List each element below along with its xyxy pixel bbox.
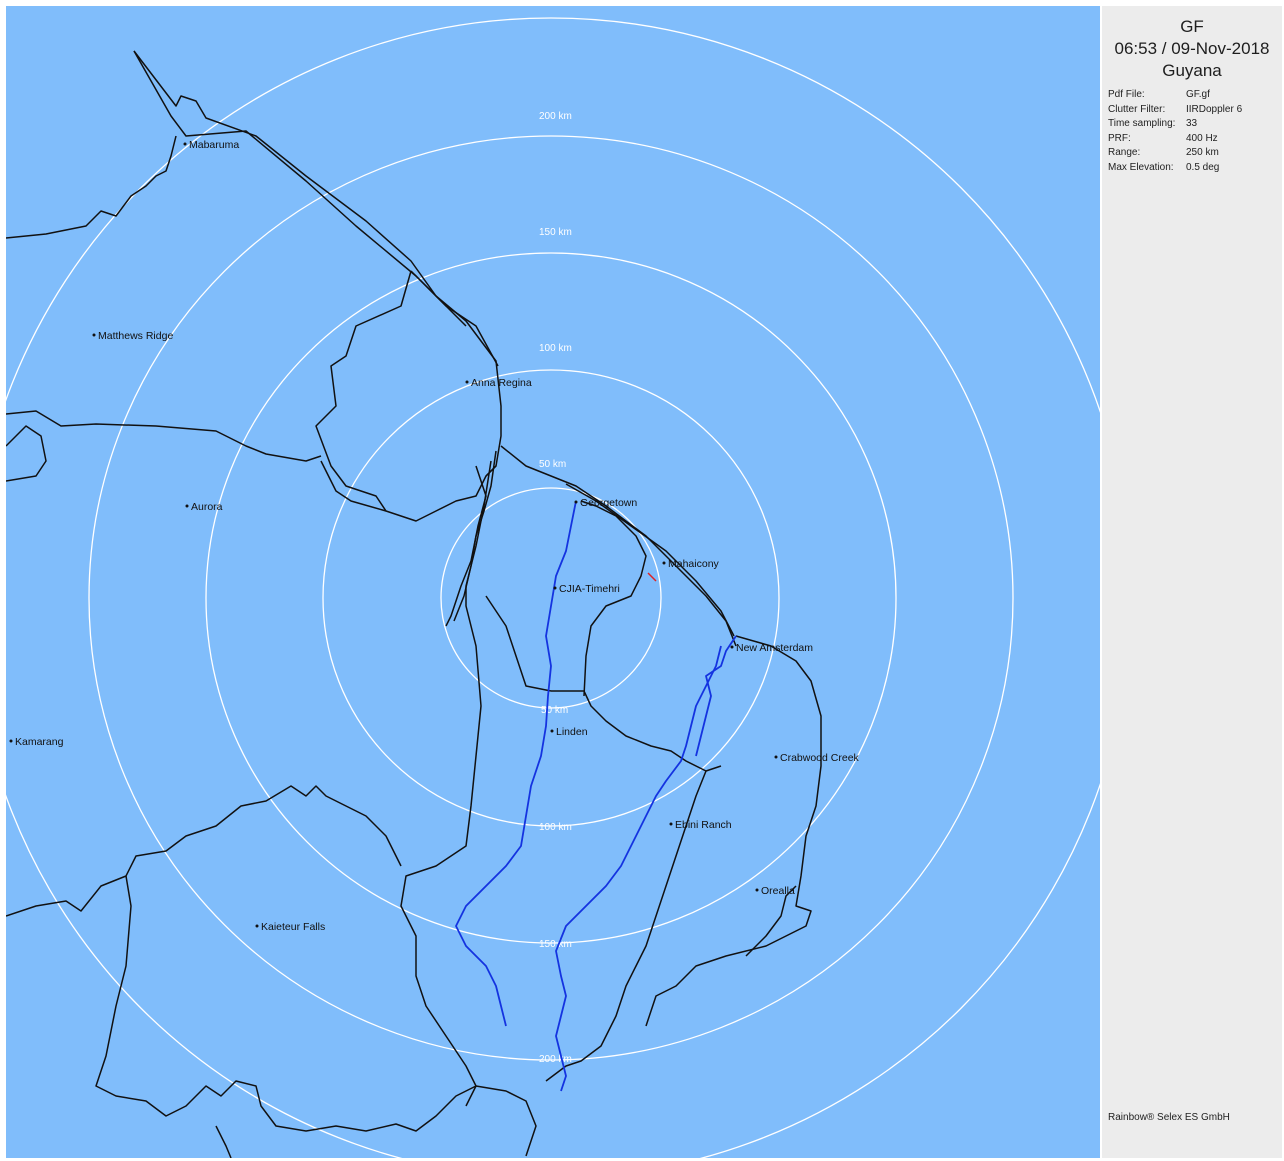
town-label-ebini-ranch: Ebini Ranch xyxy=(675,819,732,831)
ring-label-south-50: 50 km xyxy=(541,705,568,716)
range-rings xyxy=(6,17,1100,1158)
town-label-matthews-ridge: Matthews Ridge xyxy=(98,330,173,342)
town-dot xyxy=(574,500,578,504)
radar-map: 200 km 150 km 100 km 50 km 50 km 100 km … xyxy=(6,6,1100,1158)
demerara-estuary-2 xyxy=(453,450,497,622)
param-row: Range: 250 km xyxy=(1108,146,1282,161)
berbice-river xyxy=(555,645,722,1092)
range-ring-100km xyxy=(322,369,780,827)
param-value: 400 Hz xyxy=(1186,132,1218,144)
town-dot xyxy=(755,888,759,892)
coastline-northwest xyxy=(133,50,502,477)
town-label-kamarang: Kamarang xyxy=(15,736,64,748)
param-key: Range: xyxy=(1108,147,1141,158)
range-ring-50km xyxy=(440,487,662,709)
country-name: Guyana xyxy=(1162,61,1222,80)
mahaica-inland xyxy=(580,500,647,697)
town-label-linden: Linden xyxy=(556,726,588,738)
param-key: Pdf File: xyxy=(1108,89,1145,100)
canje-river xyxy=(695,635,737,757)
southwest-lower xyxy=(95,875,477,1132)
town-dot xyxy=(465,380,469,384)
rivers xyxy=(455,500,737,1092)
south-central xyxy=(475,1085,537,1157)
demerara-estuary xyxy=(445,465,487,627)
param-row: PRF: 400 Hz xyxy=(1108,132,1282,147)
coastline-east-inner xyxy=(565,483,735,637)
town-dot xyxy=(553,586,557,590)
southwest-border xyxy=(6,785,402,917)
essequibo-outer xyxy=(410,270,467,327)
berbice-coast xyxy=(645,635,822,1027)
coastline-northwest-inner xyxy=(133,50,499,367)
town-label-anna-regina: Anna Regina xyxy=(471,377,532,389)
ring-label-north-200: 200 km xyxy=(539,111,572,122)
town-dot xyxy=(92,333,96,337)
western-border xyxy=(6,410,322,462)
scan-datetime: 06:53 / 09-Nov-2018 xyxy=(1114,39,1270,58)
param-row: Clutter Filter: IIRDoppler 6 xyxy=(1108,103,1282,118)
town-dot xyxy=(730,645,734,649)
town-label-aurora: Aurora xyxy=(191,501,223,513)
town-markers: Mabaruma Matthews Ridge Anna Regina Auro… xyxy=(9,139,860,933)
ring-label-south-200: 200 km xyxy=(539,1054,572,1065)
param-value: 250 km xyxy=(1186,147,1219,158)
radar-echo xyxy=(647,572,657,582)
ring-label-north-100: 100 km xyxy=(539,343,572,354)
town-dot xyxy=(669,822,673,826)
param-key: Clutter Filter: xyxy=(1108,103,1166,115)
western-loop xyxy=(6,425,47,482)
radar-map-canvas: 200 km 150 km 100 km 50 km 50 km 100 km … xyxy=(6,17,1100,1158)
linden-road xyxy=(551,690,722,772)
param-key: PRF: xyxy=(1108,132,1131,144)
param-value: 0.5 deg xyxy=(1186,161,1220,173)
town-label-mabaruma: Mabaruma xyxy=(189,139,239,151)
param-key: Time sampling: xyxy=(1108,118,1176,129)
range-ring-150km xyxy=(205,252,897,944)
coastline-east xyxy=(500,445,737,647)
info-panel: GF 06:53 / 09-Nov-2018 Guyana Pdf File: … xyxy=(1102,6,1282,1158)
town-label-crabwood-creek: Crabwood Creek xyxy=(780,752,860,764)
corentyne-river xyxy=(745,885,797,957)
town-dot xyxy=(662,561,666,565)
west-inland xyxy=(485,595,552,692)
param-key: Max Elevation: xyxy=(1108,161,1174,173)
town-dot xyxy=(9,739,13,743)
ring-label-north-150: 150 km xyxy=(539,227,572,238)
venezuela-border xyxy=(6,135,177,239)
range-ring-250km xyxy=(6,17,1100,1158)
town-dot xyxy=(185,504,189,508)
ring-label-north-50: 50 km xyxy=(539,459,566,470)
northwest-inner-border xyxy=(320,460,387,512)
town-label-georgetown: Georgetown xyxy=(580,497,637,509)
param-row: Time sampling: 33 xyxy=(1108,117,1282,132)
boundary-lines xyxy=(6,50,822,1158)
ring-label-south-100: 100 km xyxy=(539,822,572,833)
essequibo-region xyxy=(315,270,497,522)
town-label-orealla: Orealla xyxy=(761,885,795,897)
town-dot xyxy=(550,729,554,733)
demerara-river-west xyxy=(400,460,492,1107)
kaieteur-region xyxy=(215,1125,232,1158)
town-dot xyxy=(183,142,187,146)
demerara-river xyxy=(455,500,577,1027)
param-value: IIRDoppler 6 xyxy=(1186,103,1243,115)
copyright-text: Rainbow® Selex ES GmbH xyxy=(1108,1112,1230,1123)
param-value: GF.gf xyxy=(1186,89,1210,100)
range-ring-200km xyxy=(88,135,1014,1061)
param-value: 33 xyxy=(1186,118,1198,129)
site-code: GF xyxy=(1180,17,1204,36)
town-label-kaieteur-falls: Kaieteur Falls xyxy=(261,921,325,933)
info-header: GF 06:53 / 09-Nov-2018 Guyana xyxy=(1102,16,1282,82)
town-dot xyxy=(774,755,778,759)
parameter-table: Pdf File: GF.gf Clutter Filter: IIRDoppl… xyxy=(1108,88,1282,175)
town-label-mahaicony: Mahaicony xyxy=(668,558,720,570)
param-row: Pdf File: GF.gf xyxy=(1108,88,1282,103)
town-label-cjia-timehri: CJIA-Timehri xyxy=(559,583,620,595)
inland-line-south xyxy=(545,770,707,1082)
town-label-new-amsterdam: New Amsterdam xyxy=(736,642,813,654)
ring-label-south-150: 150 km xyxy=(539,939,572,950)
town-dot xyxy=(255,924,259,928)
param-row: Max Elevation: 0.5 deg xyxy=(1108,161,1282,176)
